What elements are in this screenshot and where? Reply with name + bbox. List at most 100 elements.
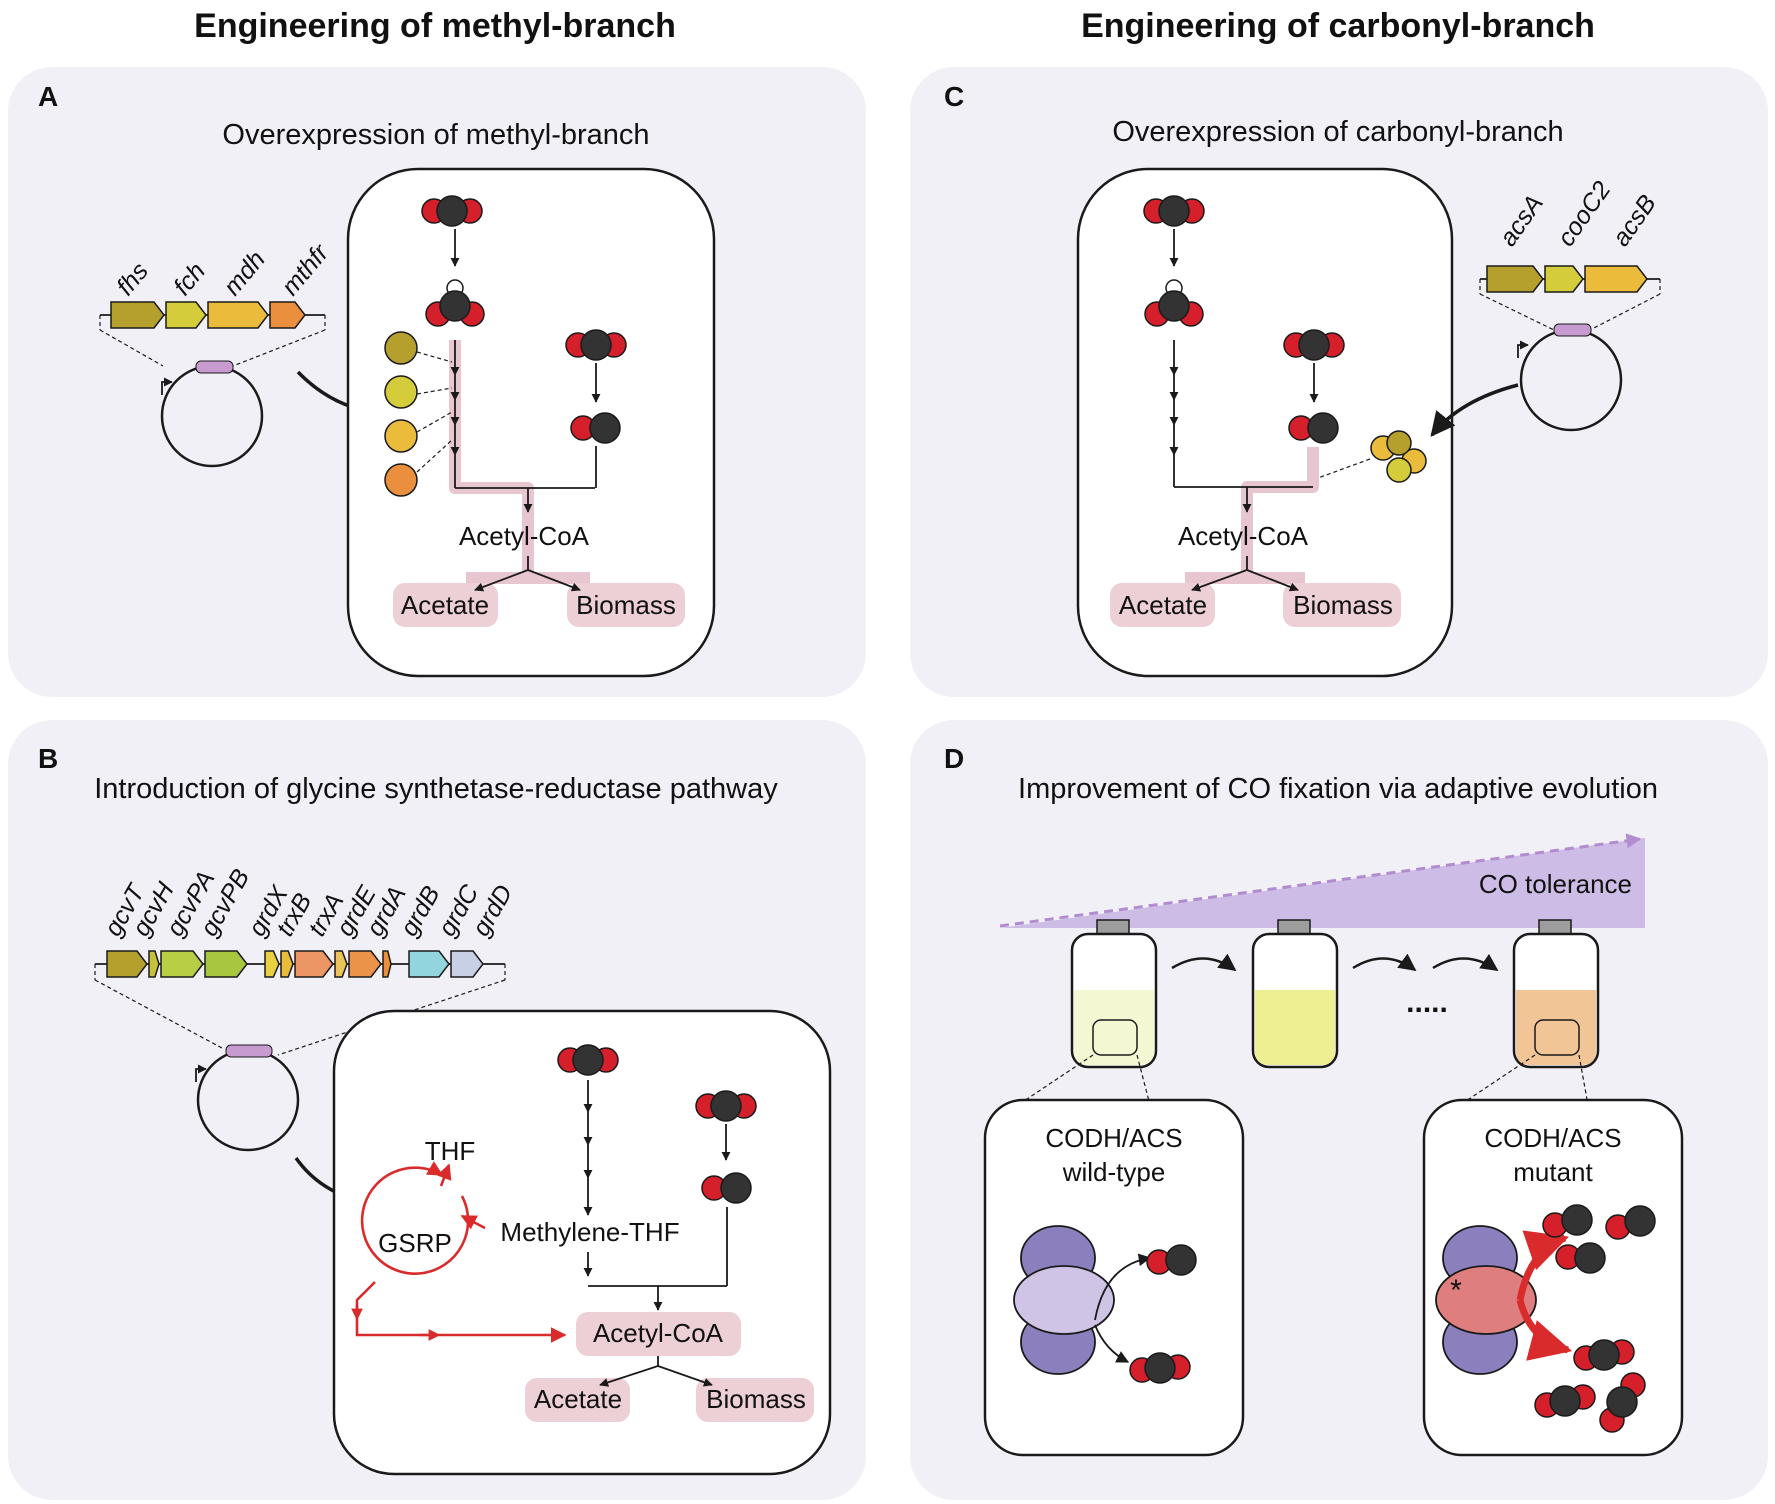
mutation-mark: * xyxy=(1450,1274,1462,1307)
gene-arrow-grdX xyxy=(264,950,280,978)
gene-arrow-trxB xyxy=(280,950,294,978)
acetate-label: Acetate xyxy=(534,1384,622,1414)
acetyl-coa-label: Acetyl-CoA xyxy=(593,1318,724,1348)
co2-molecule xyxy=(565,329,627,361)
header-carbonyl-branch: Engineering of carbonyl-branch xyxy=(1081,7,1595,45)
gene-arrow-fhs xyxy=(110,301,165,329)
biomass-box xyxy=(1283,583,1401,627)
panel-b-title: Introduction of glycine synthetase-reduc… xyxy=(94,773,778,805)
co2-molecule xyxy=(557,1044,619,1076)
panel-b: B Introduction of glycine synthetase-red… xyxy=(38,743,832,1476)
mutant-line2: mutant xyxy=(1513,1157,1593,1187)
biomass-label: Biomass xyxy=(1293,590,1393,620)
panel-letter-c: C xyxy=(944,81,964,112)
gene-arrow-grdC xyxy=(408,950,450,978)
operon-genes xyxy=(106,950,484,978)
gene-arrow-mthfr xyxy=(269,301,306,329)
wildtype-line2: wild-type xyxy=(1062,1157,1166,1187)
co-tolerance-arrow xyxy=(999,833,1642,928)
acetate-label: Acetate xyxy=(1119,590,1207,620)
gene-arrow-cooC2 xyxy=(1544,265,1584,293)
biomass-label: Biomass xyxy=(706,1384,806,1414)
gene-arrow-trxA xyxy=(294,950,334,978)
culture-liquid xyxy=(1255,990,1335,1065)
gene-arrow-grdD xyxy=(450,950,484,978)
formate-molecule xyxy=(425,279,485,327)
panel-letter-b: B xyxy=(38,743,58,774)
culture-liquid xyxy=(1074,990,1154,1065)
thf-label: THF xyxy=(425,1136,476,1166)
gene-arrow-grdE xyxy=(334,950,348,978)
formate-molecule xyxy=(1144,279,1204,327)
gene-arrow-gcvPA xyxy=(160,950,204,978)
promoter-arrow xyxy=(195,1064,207,1082)
enzyme-fch xyxy=(384,375,418,409)
panel-a-title: Overexpression of methyl-branch xyxy=(222,119,649,151)
wildtype-line1: CODH/ACS xyxy=(1045,1123,1182,1153)
plasmid-insert xyxy=(225,1044,273,1058)
codh-acs-wildtype-enzyme xyxy=(1013,1225,1115,1375)
culture-bottle-2 xyxy=(1251,919,1339,1069)
cell-a xyxy=(346,167,716,678)
dashed-connector xyxy=(232,329,326,367)
co-molecule xyxy=(570,412,621,444)
dashed-connector xyxy=(99,329,164,367)
panel-c: C Overexpression of carbonyl-branch xyxy=(944,81,1662,678)
transfer-arrow xyxy=(1430,383,1519,437)
gsrp-cycle xyxy=(351,1161,567,1343)
cell-b xyxy=(332,1009,832,1476)
acetyl-coa-label: Acetyl-CoA xyxy=(459,521,590,551)
co2-molecules-cluster xyxy=(1534,1339,1646,1433)
panel-letter-a: A xyxy=(38,81,58,112)
panel-d-title: Improvement of CO fixation via adaptive … xyxy=(1018,773,1658,805)
culture-bottle-1 xyxy=(1070,919,1158,1069)
promoter-arrow xyxy=(1517,340,1529,358)
operon-genes xyxy=(1486,265,1648,293)
acetate-box xyxy=(1110,583,1215,627)
biomass-box xyxy=(696,1378,814,1422)
gene-arrow-grdA xyxy=(348,950,382,978)
gene-arrow-grdB xyxy=(382,950,392,978)
gene-arrow-mdh xyxy=(207,301,269,329)
co-tolerance-label: CO tolerance xyxy=(1479,869,1632,899)
header-methyl-branch: Engineering of methyl-branch xyxy=(194,7,676,45)
panel-c-title: Overexpression of carbonyl-branch xyxy=(1112,116,1563,148)
operon-genes xyxy=(110,301,306,329)
gene-arrow-acsA xyxy=(1486,265,1544,293)
gene-arrow-gcvPB xyxy=(204,950,248,978)
co-molecule xyxy=(1146,1244,1197,1276)
methylene-thf-label: Methylene-THF xyxy=(500,1217,679,1247)
enzyme-mthfr xyxy=(384,463,418,497)
co-molecule xyxy=(1288,412,1339,444)
biomass-label: Biomass xyxy=(576,590,676,620)
acetate-box xyxy=(525,1378,630,1422)
panel-d: D Improvement of CO fixation via adaptiv… xyxy=(944,743,1684,1457)
gene-arrow-acsB xyxy=(1584,265,1648,293)
promoter-arrow xyxy=(161,377,173,395)
culture-liquid xyxy=(1516,990,1596,1065)
acetyl-coa-box xyxy=(576,1312,741,1356)
ellipsis: ..... xyxy=(1406,986,1448,1019)
acetate-box xyxy=(393,583,498,627)
plasmid-insert xyxy=(1553,323,1592,337)
co2-molecule xyxy=(1143,195,1205,227)
culture-bottle-3 xyxy=(1512,919,1600,1069)
co2-molecule xyxy=(421,195,483,227)
gsrp-label: GSRP xyxy=(378,1228,452,1258)
biomass-box xyxy=(567,583,685,627)
gene-arrow-gcvT xyxy=(106,950,148,978)
co2-molecule xyxy=(695,1090,757,1122)
plasmid-insert xyxy=(195,360,234,374)
acetate-label: Acetate xyxy=(401,590,489,620)
acetyl-coa-label: Acetyl-CoA xyxy=(1178,521,1309,551)
mutant-line1: CODH/ACS xyxy=(1484,1123,1621,1153)
gene-arrow-gcvH xyxy=(148,950,160,978)
co2-molecule xyxy=(1129,1352,1191,1384)
codh-acs-mutant-enzyme xyxy=(1435,1225,1537,1375)
enzyme-fhs xyxy=(384,331,418,365)
co2-molecule xyxy=(1283,329,1345,361)
gene-arrow-fch xyxy=(165,301,207,329)
enzyme-mdh xyxy=(384,419,418,453)
panel-letter-d: D xyxy=(944,743,964,774)
